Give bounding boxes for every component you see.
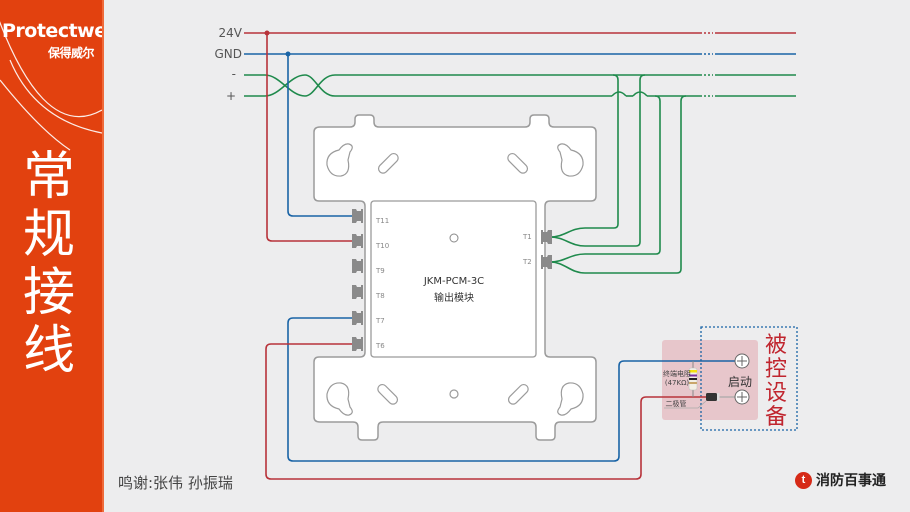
terminal-clamp-t7 [352, 311, 363, 325]
footer-logo-text: 消防百事通 [816, 473, 886, 489]
slot-mount [507, 383, 529, 405]
title-char: 接 [22, 263, 75, 323]
device-title-char: 备 [764, 405, 787, 430]
sidebar: Protectwell 保得威尔 常 规 接 线 [0, 0, 104, 512]
rail-label-24v: 24V [218, 26, 242, 40]
diode-leader-line [664, 400, 707, 409]
title-char: 常 [22, 147, 75, 207]
t10-power-wire [266, 33, 352, 242]
device-terminal-screw [734, 353, 750, 369]
module-name: 输出模块 [434, 293, 474, 304]
bus-plus-wire [244, 74, 612, 97]
device-title-char: 设 [764, 381, 787, 406]
terminal-label-t2: T2 [523, 258, 532, 266]
rail-label-plus: + [225, 89, 236, 103]
keyhole-mount [326, 382, 353, 416]
keyhole-mount [557, 143, 584, 177]
terminal-label-t8: T8 [376, 292, 385, 300]
terminal-label-t7: T7 [376, 317, 385, 325]
brand-logo: Protectwell [2, 20, 102, 42]
t2-wire-b [549, 95, 687, 274]
terminal-clamp-t1 [541, 230, 552, 244]
slot-mount [377, 383, 399, 405]
terminal-resistor [688, 367, 698, 391]
terminal-label-t1: T1 [523, 233, 532, 241]
wire-crossover [611, 91, 627, 97]
keyhole-mount [326, 143, 353, 177]
resistor-value: (47KΩ) [664, 379, 690, 387]
controlled-device-title: 被 控 设 备 [762, 334, 790, 430]
start-label: 启动 [728, 375, 753, 389]
fire-brand-icon: t [795, 471, 812, 489]
credits-text: 鸣谢:张伟 孙振瑞 [118, 474, 233, 492]
footer-logo: t 消防百事通 [795, 470, 886, 490]
bus-minus-wire [244, 74, 700, 97]
diode-label: 二极管 [665, 400, 687, 408]
terminal-clamp-t2 [541, 255, 552, 269]
title-char: 规 [22, 205, 75, 265]
rail-label-minus: - [231, 67, 236, 81]
resistor-label: 终端电阻 [663, 370, 691, 378]
rail-label-gnd: GND [214, 47, 242, 61]
keyhole-mount [557, 382, 584, 416]
t11-ground-wire [287, 54, 352, 217]
terminal-label-t11: T11 [376, 217, 390, 225]
terminal-label-t9: T9 [376, 267, 385, 275]
controlled-device-panel [662, 340, 758, 420]
t1-wire-a [549, 74, 619, 238]
t7-output-wire [287, 317, 742, 462]
terminal-label-t6: T6 [376, 342, 385, 350]
slot-mount [507, 152, 529, 174]
controlled-device-boundary [700, 326, 798, 431]
module-model: JKM-PCM-3C [423, 276, 485, 287]
terminal-clamp-t9 [352, 259, 363, 273]
terminal-clamp-t11 [352, 209, 363, 223]
device-title-char: 控 [764, 357, 787, 382]
title-char: 线 [22, 321, 75, 381]
diode [706, 393, 720, 401]
brand-logo-cn: 保得威尔 [48, 46, 95, 60]
t1-wire-b [549, 74, 646, 247]
decorative-arcs [0, 20, 102, 151]
terminal-label-t10: T10 [376, 242, 390, 250]
page-title: 常 规 接 线 [18, 148, 80, 380]
output-module-body [370, 200, 537, 358]
terminal-clamp-t10 [352, 234, 363, 248]
t2-wire-a [549, 95, 661, 263]
device-title-char: 被 [764, 333, 787, 358]
device-terminal-screw [734, 389, 750, 405]
indicator-led [449, 233, 459, 243]
screw-hole [449, 389, 459, 399]
terminal-clamp-t6 [352, 337, 363, 351]
t6-output-wire [265, 343, 706, 480]
terminal-clamp-t8 [352, 285, 363, 299]
slot-mount [377, 152, 399, 174]
